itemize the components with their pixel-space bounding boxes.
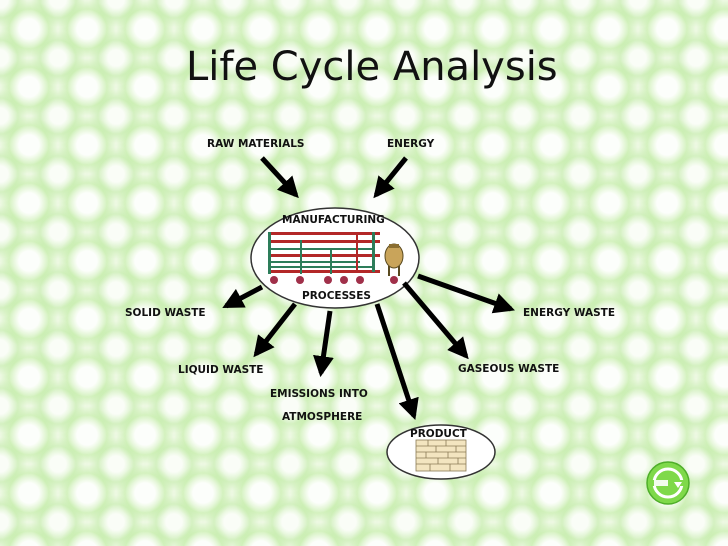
label-manufacturing: MANUFACTURING — [282, 214, 385, 226]
arrow-raw-materials — [260, 156, 299, 199]
label-raw-materials: RAW MATERIALS — [207, 138, 304, 150]
arrow-liquid-waste — [253, 302, 297, 358]
label-emissions-line2: ATMOSPHERE — [282, 411, 362, 423]
arrow-emissions — [313, 310, 334, 378]
arrow-solid-waste — [222, 284, 264, 309]
arrow-energy-waste — [417, 273, 515, 314]
factory-icon — [268, 232, 404, 284]
slide-title: Life Cycle Analysis — [186, 44, 558, 90]
product-boxes-icon — [415, 439, 467, 472]
label-energy-waste: ENERGY WASTE — [523, 307, 615, 319]
arrow-product — [374, 303, 419, 420]
label-liquid-waste: LIQUID WASTE — [178, 364, 263, 376]
label-solid-waste: SOLID WASTE — [125, 307, 206, 319]
recycle-logo-icon — [646, 461, 690, 505]
arrow-gaseous-waste — [402, 281, 469, 360]
label-energy: ENERGY — [387, 138, 435, 150]
label-gaseous-waste: GASEOUS WASTE — [458, 363, 559, 375]
label-product: PRODUCT — [410, 428, 468, 440]
label-processes: PROCESSES — [302, 290, 371, 302]
label-emissions-line1: EMISSIONS INTO — [270, 388, 368, 400]
arrow-energy — [373, 156, 408, 199]
